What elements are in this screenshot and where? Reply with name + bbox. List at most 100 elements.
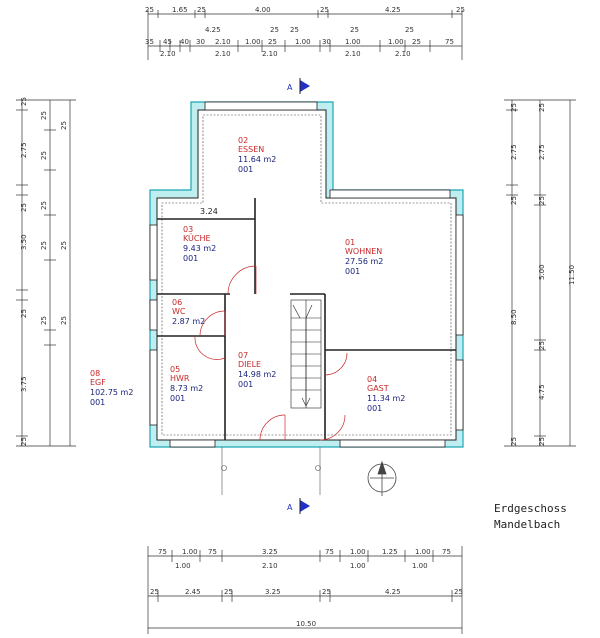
dim-label: 25 — [145, 6, 154, 14]
dim-label: 25 — [510, 103, 518, 112]
dim-label: 1.00 — [175, 562, 191, 570]
dim-label: 25 — [197, 6, 206, 14]
dim-label: 25 — [510, 196, 518, 205]
svg-text:DIELE: DIELE — [238, 360, 261, 369]
dim-label: 30 — [322, 38, 331, 46]
room-label-hwr: 05 HWR 8.73 m2 001 — [170, 365, 203, 403]
section-marker-top: A — [287, 78, 310, 94]
svg-text:001: 001 — [238, 165, 253, 174]
dim-label: 2.10 — [262, 50, 278, 58]
windows — [149, 101, 464, 448]
inner-dimension-label: 3.24 — [200, 207, 218, 216]
svg-text:08: 08 — [90, 369, 100, 378]
dim-label: 5.00 — [538, 264, 546, 280]
dim-label: 8.50 — [510, 309, 518, 325]
dim-label: 35 — [145, 38, 154, 46]
dim-label: 4.25 — [385, 588, 401, 596]
dim-label: 25 — [20, 437, 28, 446]
left-dimension-labels: 25 2.75 25 3.50 25 3.75 25 25 25 25 25 2… — [20, 97, 68, 446]
dim-label: 2.10 — [215, 50, 231, 58]
dim-label: 25 — [320, 6, 329, 14]
dim-label: 75 — [325, 548, 334, 556]
dim-label: 25 — [405, 26, 414, 34]
dim-label: 25 — [40, 151, 48, 160]
dim-label: 4.75 — [538, 384, 546, 400]
svg-text:11.64 m2: 11.64 m2 — [238, 155, 276, 164]
dim-label: 2.75 — [510, 144, 518, 160]
svg-text:001: 001 — [345, 267, 360, 276]
dim-label: 25 — [40, 241, 48, 250]
section-label: A — [287, 83, 293, 92]
svg-text:27.56 m2: 27.56 m2 — [345, 257, 383, 266]
dim-label: 2.75 — [20, 142, 28, 158]
room-label-wc: 06 WC 2.87 m2 — [172, 298, 205, 326]
dim-label: 3.25 — [262, 548, 278, 556]
dim-label: 4.25 — [385, 6, 401, 14]
dim-label: 25 — [40, 316, 48, 325]
room-label-wohnen: 01 WOHNEN 27.56 m2 001 — [345, 238, 383, 276]
room-label-kueche: 03 KÜCHE 9.43 m2 001 — [183, 225, 216, 263]
top-dimension-chains — [147, 10, 463, 60]
dim-label: 25 — [350, 26, 359, 34]
dim-label: 1.00 — [182, 548, 198, 556]
dim-label: 1.00 — [350, 548, 366, 556]
left-dimension-chains — [16, 99, 76, 447]
room-label-gast: 04 GAST 11.34 m2 001 — [367, 375, 405, 413]
dim-label: 2.10 — [160, 50, 176, 58]
bottom-dimension-chains — [147, 546, 463, 634]
dim-label: 45 — [163, 38, 172, 46]
dim-label: 75 — [158, 548, 167, 556]
dim-label: 1.00 — [388, 38, 404, 46]
svg-text:03: 03 — [183, 225, 193, 234]
svg-text:001: 001 — [183, 254, 198, 263]
svg-text:Erdgeschoss: Erdgeschoss — [494, 502, 567, 515]
dim-label: 25 — [412, 38, 421, 46]
dim-label: 1.25 — [382, 548, 398, 556]
svg-text:02: 02 — [238, 136, 248, 145]
svg-text:WOHNEN: WOHNEN — [345, 247, 382, 256]
dim-label: 25 — [224, 588, 233, 596]
dim-label: 25 — [60, 316, 68, 325]
dim-label: 2.10 — [395, 50, 411, 58]
svg-text:04: 04 — [367, 375, 377, 384]
bottom-dimension-labels: 75 1.00 75 3.25 75 1.00 1.25 1.00 75 1.0… — [150, 548, 463, 628]
dim-label: 30 — [196, 38, 205, 46]
svg-text:102.75 m2: 102.75 m2 — [90, 388, 133, 397]
dim-label: 1.65 — [172, 6, 188, 14]
drawing-title: Erdgeschoss Mandelbach — [494, 502, 567, 531]
dim-label: 25 — [20, 309, 28, 318]
dim-label: 25 — [454, 588, 463, 596]
dim-label: 25 — [510, 437, 518, 446]
dim-label: 25 — [322, 588, 331, 596]
dim-label: 1.00 — [415, 548, 431, 556]
dim-label: 25 — [40, 201, 48, 210]
dim-label: 40 — [180, 38, 189, 46]
dim-label: 10.50 — [296, 620, 316, 628]
svg-text:05: 05 — [170, 365, 180, 374]
exterior-walls — [149, 101, 464, 448]
entrance-canopy — [221, 447, 321, 495]
svg-text:ESSEN: ESSEN — [238, 145, 264, 154]
dim-label: 25 — [20, 97, 28, 106]
svg-text:001: 001 — [238, 380, 253, 389]
dim-label: 3.75 — [20, 376, 28, 392]
dim-label: 75 — [442, 548, 451, 556]
north-arrow-icon — [367, 460, 397, 496]
dim-label: 75 — [208, 548, 217, 556]
dim-label: 25 — [538, 103, 546, 112]
svg-text:WC: WC — [172, 307, 186, 316]
dim-label: 25 — [60, 241, 68, 250]
dim-label: 2.75 — [538, 144, 546, 160]
dim-label: 25 — [40, 111, 48, 120]
dim-label: 4.25 — [205, 26, 221, 34]
svg-text:11.34 m2: 11.34 m2 — [367, 394, 405, 403]
svg-text:001: 001 — [90, 398, 105, 407]
svg-text:EGF: EGF — [90, 378, 106, 387]
room-label-essen: 02 ESSEN 11.64 m2 001 — [238, 136, 276, 174]
dim-label: 1.00 — [345, 38, 361, 46]
svg-text:8.73 m2: 8.73 m2 — [170, 384, 203, 393]
dim-label: 25 — [538, 196, 546, 205]
dim-label: 25 — [290, 26, 299, 34]
svg-text:GAST: GAST — [367, 384, 389, 393]
